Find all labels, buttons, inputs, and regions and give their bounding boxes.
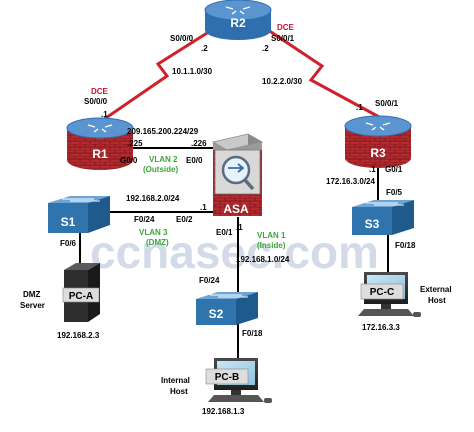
ip-pcb: 192.168.1.3	[202, 407, 245, 416]
host-r3-g: .1	[369, 165, 376, 174]
mouse-icon	[413, 312, 421, 317]
network-r2-r3: 10.2.2.0/30	[262, 77, 303, 86]
device-label-asa: ASA	[223, 202, 249, 216]
host-r1-g: .225	[127, 139, 143, 148]
mouse-icon	[264, 398, 272, 403]
switch-arrows-icon	[366, 202, 404, 206]
port-r3-g01: G0/1	[385, 165, 403, 174]
port-r2-s000: S0/0/0	[170, 34, 194, 43]
router-r3[interactable]: R3	[344, 115, 412, 168]
network-outside: 209.165.200.224/29	[127, 127, 199, 136]
device-label-pcb: PC-B	[215, 372, 239, 383]
vlan3-name: VLAN 3	[139, 228, 168, 237]
role-pca-2: Server	[20, 301, 45, 310]
firewall-asa[interactable]: ASA	[211, 133, 264, 216]
router-r2[interactable]: R2	[204, 0, 272, 40]
ip-pca: 192.168.2.3	[57, 331, 100, 340]
port-r2-s001: S0/0/1	[271, 34, 295, 43]
port-s1-f06: F0/6	[60, 239, 77, 248]
vlan1-desc: (Inside)	[257, 241, 286, 250]
vlan2-desc: (Outside)	[143, 165, 178, 174]
router-arrows-icon	[225, 6, 251, 15]
pc-pcc[interactable]: PC-C	[358, 272, 421, 317]
device-label-r1: R1	[92, 147, 108, 161]
dce-label-r2: DCE	[277, 23, 295, 32]
router-arrows-icon	[87, 124, 113, 133]
host-asa-inside: .1	[236, 223, 243, 232]
device-label-s3: S3	[365, 217, 380, 231]
links	[79, 24, 389, 358]
network-inside: 192.168.1.0/24	[236, 255, 290, 264]
port-asa-e00: E0/0	[186, 156, 203, 165]
watermark: ccnasec.com	[90, 226, 379, 278]
vlan1-name: VLAN 1	[257, 231, 286, 240]
port-r1-s000: S0/0/0	[84, 97, 108, 106]
port-asa-e01: E0/1	[216, 228, 233, 237]
role-pcc-1: External	[420, 285, 452, 294]
port-r3-s001: S0/0/1	[375, 99, 399, 108]
pc-pcb[interactable]: PC-B	[205, 358, 272, 403]
role-pcb-1: Internal	[161, 376, 190, 385]
device-label-s2: S2	[209, 307, 224, 321]
role-pca-1: DMZ	[23, 290, 40, 299]
vlan3-desc: (DMZ)	[146, 238, 169, 247]
port-s2-f018: F0/18	[242, 329, 263, 338]
device-label-s1: S1	[61, 215, 76, 229]
device-label-pcc: PC-C	[370, 287, 394, 298]
network-dmz: 192.168.2.0/24	[126, 194, 180, 203]
ip-pcc: 172.16.3.3	[362, 323, 400, 332]
port-s2-f024: F0/24	[199, 276, 220, 285]
role-pcb-2: Host	[170, 387, 188, 396]
dce-label-r1: DCE	[91, 87, 109, 96]
device-label-pca: PC-A	[69, 291, 93, 302]
port-s3-f018: F0/18	[395, 241, 416, 250]
port-s1-f024: F0/24	[134, 215, 155, 224]
magnifier-icon	[221, 155, 255, 191]
port-r1-g00: G0/0	[120, 156, 138, 165]
labels: S0/0/0 DCE S0/0/1 .2 .2 10.1.1.0/30 10.2…	[20, 23, 452, 416]
host-asa-dmz: .1	[200, 203, 207, 212]
switch-s1[interactable]: S1	[48, 196, 110, 233]
router-r1[interactable]: R1	[66, 117, 134, 170]
server-pca[interactable]: PC-A	[62, 263, 100, 322]
port-s3-f05: F0/5	[386, 188, 403, 197]
device-label-r3: R3	[370, 146, 386, 160]
port-asa-e02: E0/2	[176, 215, 193, 224]
network-r1-r2: 10.1.1.0/30	[172, 67, 213, 76]
router-arrows-icon	[365, 122, 391, 131]
switch-arrows-icon	[210, 294, 248, 298]
network-r3-lan: 172.16.3.0/24	[326, 177, 375, 186]
vlan2-name: VLAN 2	[149, 155, 178, 164]
switch-arrows-icon	[62, 198, 100, 202]
host-r2-left: .2	[201, 44, 208, 53]
role-pcc-2: Host	[428, 296, 446, 305]
host-r2-right: .2	[262, 44, 269, 53]
host-r1-serial: .1	[101, 110, 108, 119]
serial-link-r1-r2	[99, 26, 216, 124]
switch-s2[interactable]: S2	[196, 292, 258, 325]
serial-link-r2-r3	[261, 24, 382, 120]
device-label-r2: R2	[230, 16, 246, 30]
switch-s3[interactable]: S3	[352, 200, 414, 235]
host-asa-outside: .226	[191, 139, 207, 148]
host-r3-serial: .1	[356, 103, 363, 112]
